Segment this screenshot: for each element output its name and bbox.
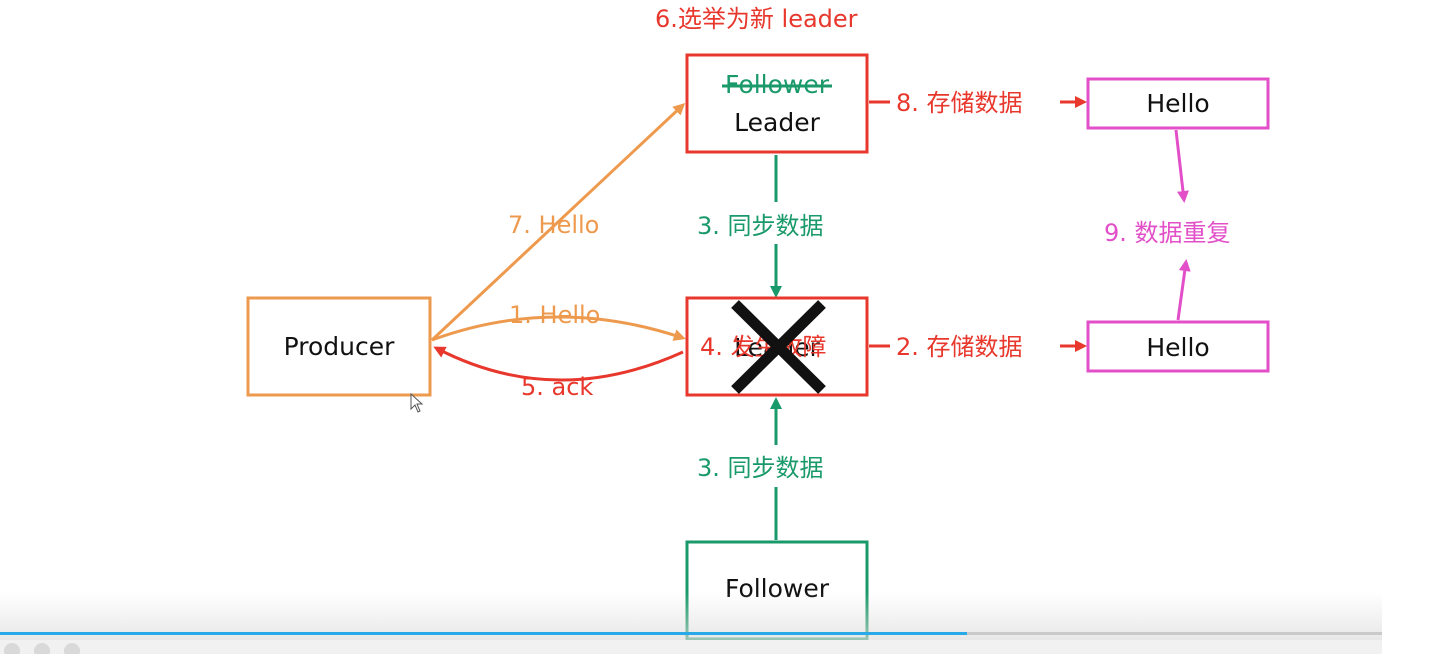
right-gutter: [1382, 0, 1456, 654]
player-button-icon[interactable]: [4, 643, 20, 654]
failure-cross-icon: [731, 300, 826, 394]
producer-node: Producer: [246, 296, 432, 397]
player-bottom-strip: [0, 640, 1382, 654]
hello-top-node: Hello: [1086, 77, 1270, 130]
edge-step3-bottom-label: 3. 同步数据: [697, 454, 824, 482]
edge-step2-label: 2. 存储数据: [896, 333, 1023, 361]
progress-bar[interactable]: [0, 632, 1382, 635]
player-button-icon[interactable]: [64, 643, 80, 654]
top-broker-node: Follower Leader: [685, 53, 869, 154]
edge-step9-down-line: [1174, 129, 1189, 203]
hello-bottom-label: Hello: [1146, 333, 1209, 362]
edge-step1-line: [431, 315, 686, 342]
edge-step3-top-label: 3. 同步数据: [697, 212, 824, 240]
hello-top-label: Hello: [1146, 89, 1209, 118]
edge-step9-up-line: [1176, 259, 1191, 321]
producer-label: Producer: [284, 332, 396, 361]
edge-step1-label: 1. Hello: [509, 301, 600, 329]
edge-step9-label: 9. 数据重复: [1104, 219, 1231, 247]
edge-step7-line: [430, 102, 686, 342]
hello-bottom-node: Hello: [1086, 320, 1270, 373]
progress-bar-fill: [0, 632, 968, 635]
edge-step7-label: 7. Hello: [508, 211, 599, 239]
player-button-icon[interactable]: [34, 643, 50, 654]
edge-step6-label: 6.选举为新 leader: [655, 5, 858, 33]
edge-step5-line: [433, 346, 684, 382]
mouse-cursor-icon: [410, 393, 424, 413]
middle-broker-node: Leader 4. 发生故障: [685, 296, 869, 397]
edge-step5-label: 5. ack: [521, 373, 593, 401]
edge-step8-label: 8. 存储数据: [896, 89, 1023, 117]
top-broker-label: Leader: [734, 108, 820, 137]
